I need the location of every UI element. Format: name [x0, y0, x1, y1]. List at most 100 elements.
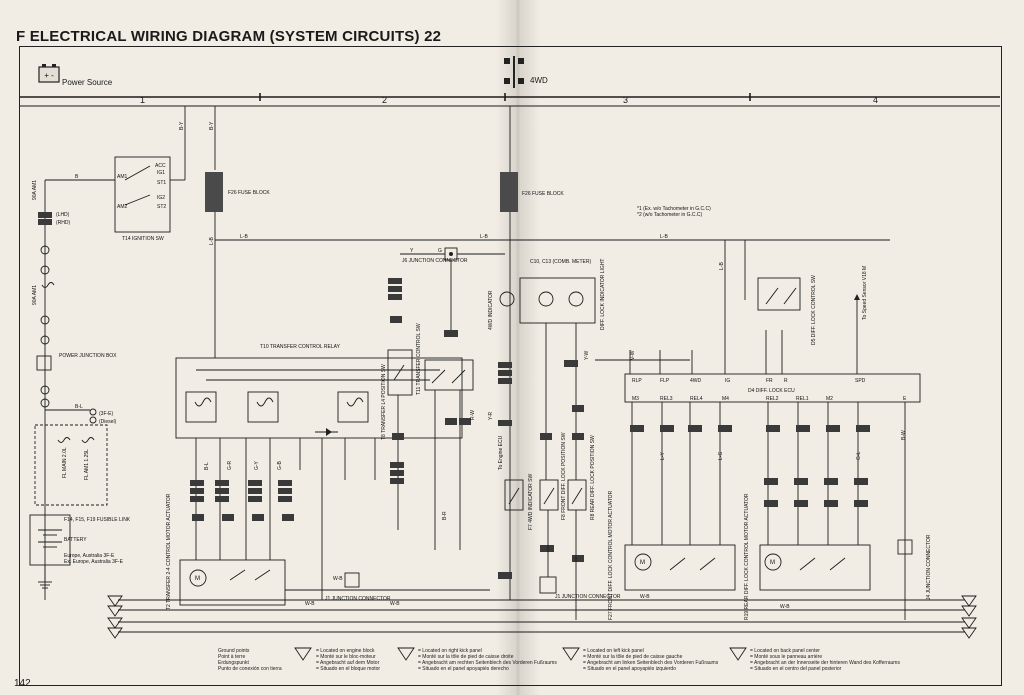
svg-text:IG: IG	[725, 378, 730, 384]
svg-text:W-B: W-B	[333, 576, 343, 582]
ground-symbol-engine	[294, 647, 312, 661]
legend-engine-block: = Located on engine block= Monté sur le …	[316, 648, 381, 672]
svg-text:Y-W: Y-W	[584, 350, 590, 360]
j1-left-label: J1 JUNCTION CONNECTOR	[325, 596, 391, 602]
svg-text:L-B: L-B	[240, 234, 248, 240]
battery-label: BATTERY	[64, 537, 87, 543]
svg-text:L-B: L-B	[209, 237, 215, 245]
3fe-note: (3F-E)	[99, 411, 114, 417]
junction-circle	[40, 398, 50, 408]
engine-ecu-label: To Engine ECU	[498, 435, 504, 470]
svg-text:W-B: W-B	[390, 601, 400, 607]
connector-blocks-ecu	[630, 425, 913, 555]
connector-marker	[38, 219, 52, 225]
j1-mid-label: J1 JUNCTION CONNECTOR	[555, 594, 621, 600]
svg-text:B-L: B-L	[75, 404, 83, 410]
transfer-motor-box	[179, 559, 286, 606]
power-junction-label: POWER JUNCTION BOX	[59, 353, 117, 359]
junction-circle	[40, 315, 50, 325]
4wd-indicator-label: 4WD INDICATOR	[488, 290, 494, 330]
power-source-label: Power Source	[62, 78, 113, 87]
svg-text:REL4: REL4	[690, 396, 703, 402]
motor-symbol	[189, 569, 207, 587]
power-junction-box	[36, 355, 52, 371]
legend-right-kick: = Located on right kick panel= Monté sur…	[418, 648, 557, 672]
ground-symbol-right-kick	[397, 647, 415, 661]
j4-label: J4 JUNCTION CONNECTOR	[926, 534, 932, 600]
svg-text:AM1: AM1	[117, 174, 128, 180]
junction-circle	[40, 385, 50, 395]
battery-box	[29, 514, 71, 566]
svg-text:IG1: IG1	[157, 170, 165, 176]
svg-text:B-L: B-L	[204, 462, 210, 470]
f7-label: F7 4WD INDICATOR SW	[528, 474, 534, 530]
svg-text:M2: M2	[826, 396, 833, 402]
speed-sensor-label: To Speed Sensor V18 M	[862, 266, 868, 320]
lhd-note: (LHD)	[56, 212, 70, 218]
t8-label: T8 TRANSFER L4 POSITION SW	[381, 364, 387, 440]
combination-meter-box	[519, 277, 596, 324]
svg-text:+ -: + -	[44, 71, 54, 80]
fuse-block-left-label: F26 FUSE BLOCK	[228, 190, 270, 196]
svg-text:Y: Y	[410, 248, 414, 254]
svg-text:FLP: FLP	[660, 378, 670, 384]
svg-text:FL MAIN 2.0L: FL MAIN 2.0L	[62, 447, 68, 478]
svg-text:Y-R: Y-R	[488, 411, 494, 420]
ground-symbol-back-panel	[729, 647, 747, 661]
t8-switch-box	[387, 349, 413, 396]
indicator-lamp	[499, 291, 515, 307]
svg-text:E: E	[903, 396, 907, 402]
page-title: F ELECTRICAL WIRING DIAGRAM (SYSTEM CIRC…	[16, 28, 442, 45]
page-number: 142	[14, 678, 31, 689]
transfer-relay-box	[175, 357, 463, 439]
fuse-symbol	[41, 282, 55, 288]
svg-text:IG2: IG2	[157, 195, 165, 201]
t11-label: T11 TRANSFER CONTROL SW	[416, 323, 422, 395]
svg-text:4WD: 4WD	[690, 378, 702, 384]
svg-text:SPD: SPD	[855, 378, 866, 384]
fusible-link-label: F14, F15, F19 FUSIBLE LINK	[64, 517, 131, 523]
fuse-block-right-label: F26 FUSE BLOCK	[522, 191, 564, 197]
svg-text:R-W: R-W	[470, 410, 476, 420]
battery-note-2: Ex. Europe, Australia 3F-E	[64, 559, 124, 565]
t11-switch-box	[424, 359, 474, 391]
indicator-lamp	[568, 291, 584, 307]
tachometer-note-2: *2 (w/o Tachometer in G.C.C)	[637, 212, 703, 218]
ecu-top-terminals: RLP FLP 4WD IG FR R SPD	[632, 378, 866, 384]
svg-text:REL1: REL1	[796, 396, 809, 402]
j1-left-box	[344, 572, 360, 588]
junction-circle	[40, 265, 50, 275]
diagram-frame	[19, 46, 1002, 686]
fuse-block-left	[205, 172, 223, 212]
svg-text:REL2: REL2	[766, 396, 779, 402]
ignition-sw-label: T14 IGNITION SW	[122, 236, 164, 242]
diesel-note: (Diesel)	[99, 419, 117, 425]
ground-bus	[107, 595, 977, 639]
svg-text:G-L: G-L	[856, 451, 862, 460]
svg-text:L-B: L-B	[480, 234, 488, 240]
ground-symbol-left-kick	[562, 647, 580, 661]
svg-text:G-Y: G-Y	[254, 460, 260, 470]
svg-text:G-R: G-R	[227, 460, 233, 470]
r8-label: R8 REAR DIFF. LOCK POSITION SW	[590, 435, 596, 520]
svg-text:B-Y: B-Y	[209, 121, 215, 130]
diff-lock-sw-label: D5 DIFF. LOCK CONTROL SW	[811, 275, 817, 345]
junction-circle	[40, 335, 50, 345]
zone-1: 1	[140, 95, 146, 105]
legend-left-kick: = Located on left kick panel= Monté sur …	[583, 648, 719, 672]
battery-note-1: Europe, Australia 3F-E	[64, 553, 115, 559]
t2-label: T2 TRANSFER 2-4 CONTROL MOTOR ACTUATOR	[166, 493, 172, 610]
4wd-label: 4WD	[530, 76, 548, 85]
f27-label: F27 FRONT DIFF. LOCK CONTROL MOTOR ACTUA…	[608, 490, 614, 620]
svg-text:V-W: V-W	[630, 350, 636, 360]
svg-text:G-B: G-B	[277, 460, 283, 470]
diff-lock-ecu-box	[624, 373, 921, 403]
svg-text:M4: M4	[722, 396, 729, 402]
svg-text:L-G: L-G	[718, 452, 724, 460]
svg-text:ST2: ST2	[157, 204, 166, 210]
comb-meter-label: C10, C13 (COMB. METER)	[530, 259, 591, 265]
r19-label: R19 REAR DIFF. LOCK CONTROL MOTOR ACTUAT…	[744, 493, 750, 620]
svg-text:M: M	[640, 560, 645, 566]
svg-text:B-Y: B-Y	[179, 121, 185, 130]
